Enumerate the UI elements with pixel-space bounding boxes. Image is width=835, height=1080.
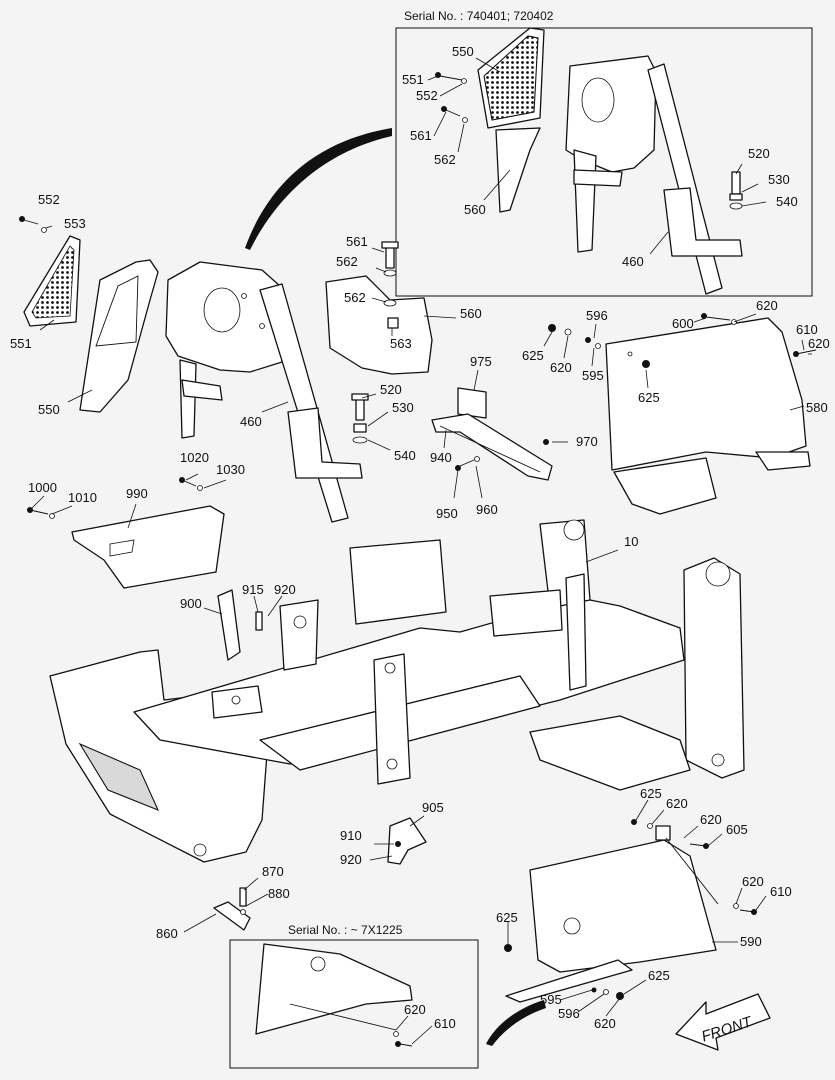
callout-label: 970: [576, 434, 598, 449]
callout-label: 552: [38, 192, 60, 207]
callout-label: 620: [404, 1002, 426, 1017]
callout-label: 620: [700, 812, 722, 827]
tower-460: [165, 261, 363, 523]
bracket-900: [217, 589, 263, 661]
bolt-stack-520: [351, 393, 369, 444]
callout-label: 530: [392, 400, 414, 415]
callout-label: 1020: [180, 450, 209, 465]
callout-label: 551: [402, 72, 424, 87]
callout-label: 880: [268, 886, 290, 901]
callout-label: 610: [770, 884, 792, 899]
inset-grille-550: [477, 27, 545, 129]
callout-label: 560: [464, 202, 486, 217]
callout-label: 975: [470, 354, 492, 369]
bracket-860: [213, 887, 251, 931]
callout-label: 940: [430, 450, 452, 465]
callout-label: 620: [594, 1016, 616, 1031]
callout-label: 561: [346, 234, 368, 249]
callout-label: 625: [496, 910, 518, 925]
callout-label: 530: [768, 172, 790, 187]
callout-label: 595: [582, 368, 604, 383]
callout-label: 610: [796, 322, 818, 337]
shield-550: [79, 259, 159, 413]
inset-bottom-frame: [229, 939, 479, 1069]
callout-label: 920: [274, 582, 296, 597]
callout-label: 620: [550, 360, 572, 375]
callout-label: 620: [742, 874, 764, 889]
callout-label: 625: [640, 786, 662, 801]
inset-connector-sweep: [245, 128, 392, 250]
callout-label: 1000: [28, 480, 57, 495]
inset-top-frame: [395, 27, 813, 297]
callout-label: 915: [242, 582, 264, 597]
front-direction-arrow: FRONT: [675, 993, 771, 1051]
callout-label: 625: [522, 348, 544, 363]
callout-label: 552: [416, 88, 438, 103]
callout-label: 1010: [68, 490, 97, 505]
callout-label: 553: [64, 216, 86, 231]
inset-bottom-connector-sweep: [486, 1000, 546, 1046]
callout-label: 960: [476, 502, 498, 517]
callout-label: 596: [558, 1006, 580, 1021]
callout-label: 1030: [216, 462, 245, 477]
callout-label: 540: [394, 448, 416, 463]
callout-label: 580: [806, 400, 828, 415]
panel-580-assembly: [548, 313, 817, 515]
callout-label: 460: [622, 254, 644, 269]
callout-label: 900: [180, 596, 202, 611]
panel-590-assembly: [504, 819, 757, 1003]
callout-label: 625: [638, 390, 660, 405]
grille-assembly: [19, 216, 159, 413]
inset-fasteners: [435, 72, 743, 210]
callout-label: 610: [434, 1016, 456, 1031]
callout-label: 560: [460, 306, 482, 321]
callout-label: 563: [390, 336, 412, 351]
leader-lines: [31, 57, 812, 1045]
inset-bottom-serial: Serial No. : ~ 7X1225: [229, 923, 479, 1069]
bolt-561: [385, 245, 395, 269]
callout-label: 596: [586, 308, 608, 323]
callout-label: 460: [240, 414, 262, 429]
plate-975: [457, 387, 487, 419]
bracket-560-assembly: [325, 241, 433, 375]
callout-label: 595: [540, 992, 562, 1007]
callout-label: 561: [410, 128, 432, 143]
panel-990-assembly: [27, 477, 225, 589]
inset-top-serial: Serial No. : 740401; 720402: [395, 9, 813, 297]
callout-label: 562: [344, 290, 366, 305]
callout-label: 860: [156, 926, 178, 941]
callout-label: 562: [336, 254, 358, 269]
bracket-905: [387, 817, 427, 865]
callout-label: 620: [666, 796, 688, 811]
callout-label: 620: [756, 298, 778, 313]
callout-label: 562: [434, 152, 456, 167]
bracket-940-975: [431, 387, 553, 481]
callout-label: 540: [776, 194, 798, 209]
callout-label: 590: [740, 934, 762, 949]
callout-label: 551: [10, 336, 32, 351]
callout-label: 520: [380, 382, 402, 397]
inset-top-serial-label: Serial No. : 740401; 720402: [404, 9, 554, 23]
callout-label: 605: [726, 822, 748, 837]
callout-label: 550: [38, 402, 60, 417]
callout-label: 620: [808, 336, 830, 351]
callout-label: 520: [748, 146, 770, 161]
callout-label: 10: [624, 534, 638, 549]
chassis-frame-10: [49, 519, 745, 863]
callout-label: 910: [340, 828, 362, 843]
callout-label: 550: [452, 44, 474, 59]
callout-label: 600: [672, 316, 694, 331]
inset-bottom-serial-label: Serial No. : ~ 7X1225: [288, 923, 403, 937]
callout-label: 625: [648, 968, 670, 983]
callout-label: 950: [436, 506, 458, 521]
callout-label: 905: [422, 800, 444, 815]
callout-label: 990: [126, 486, 148, 501]
callout-labels: 550 551 552 561 562 560 520 530 540 460 …: [10, 44, 830, 1031]
callout-label: 870: [262, 864, 284, 879]
inset-bracket-560: [495, 127, 541, 213]
inset-tower-460: [565, 55, 743, 295]
callout-label: 920: [340, 852, 362, 867]
